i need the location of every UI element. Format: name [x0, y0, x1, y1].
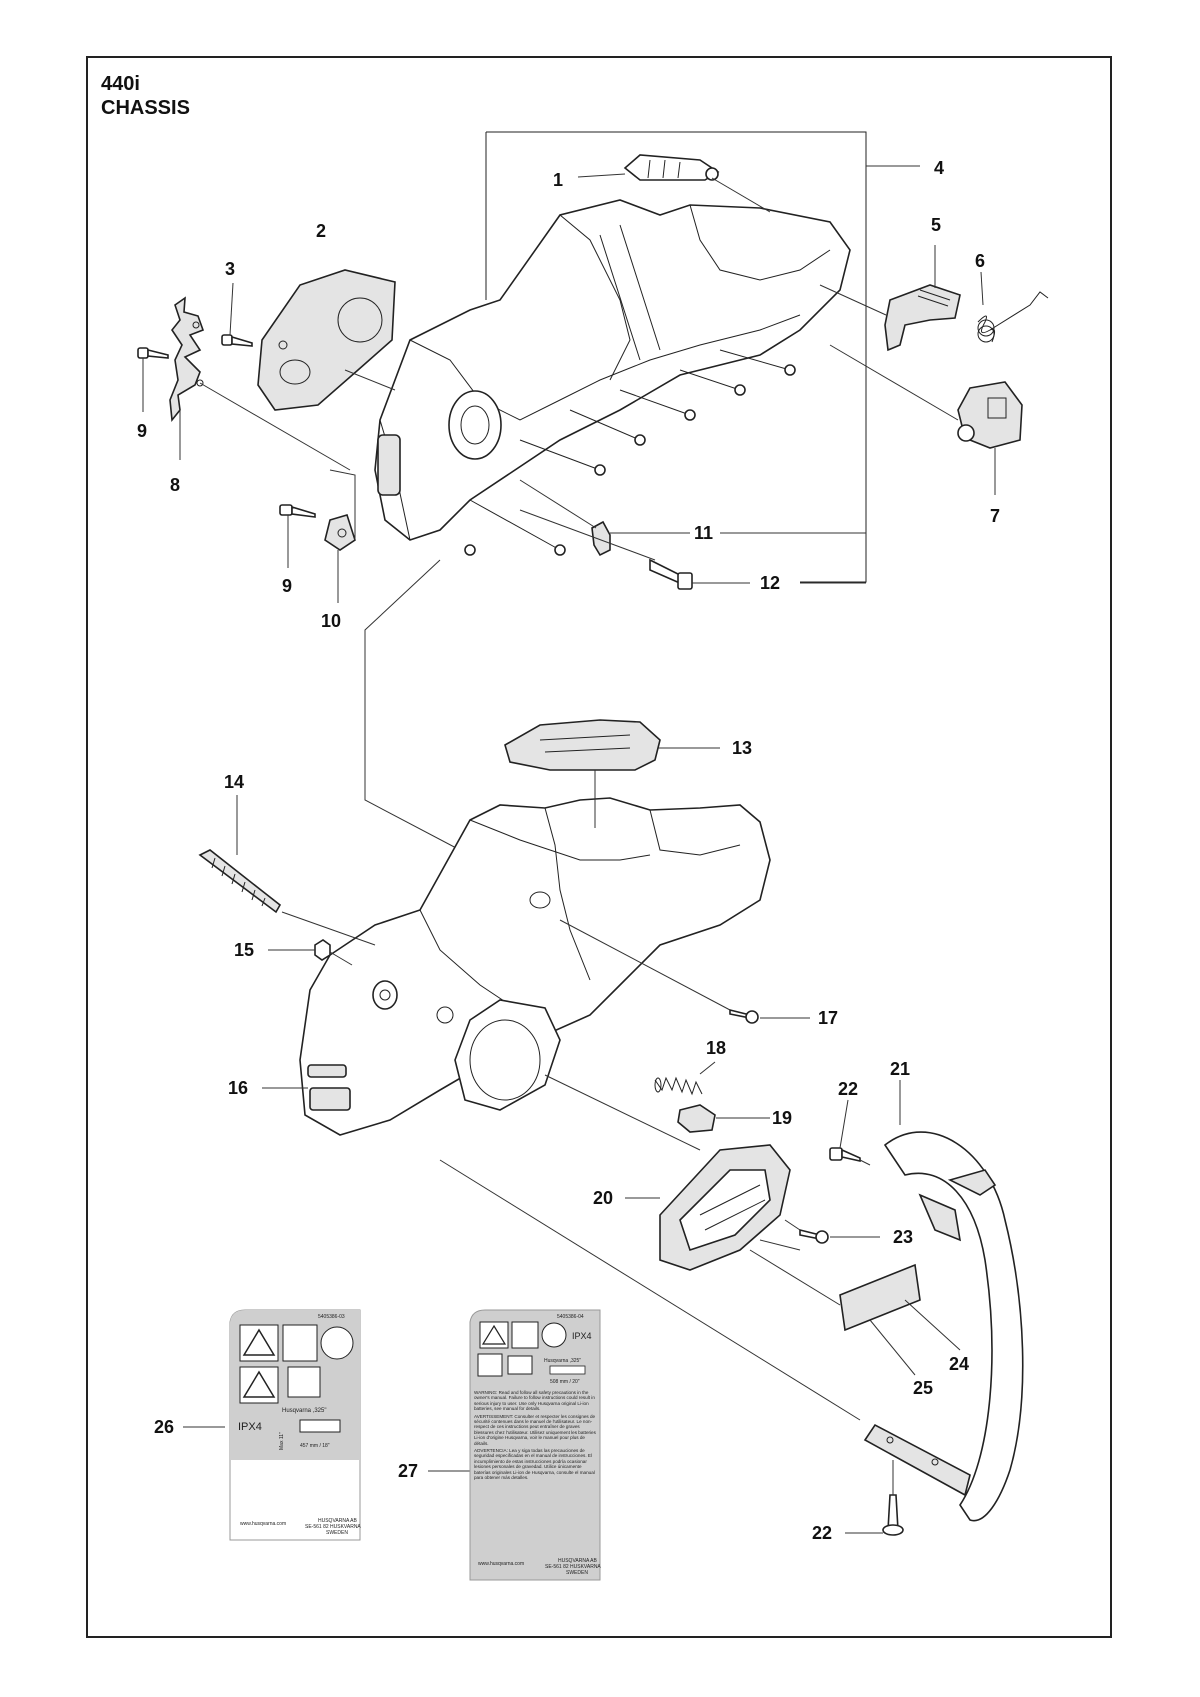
callout-12: 12	[760, 573, 780, 593]
callout-16: 16	[228, 1078, 248, 1098]
callout-25: 25	[913, 1378, 933, 1398]
callout-4: 4	[934, 158, 944, 178]
model-name: 440i	[101, 73, 140, 95]
callout-22b: 22	[812, 1523, 832, 1543]
callout-9b: 9	[282, 576, 292, 596]
part-9-screw-lower	[279, 504, 316, 518]
part-19-block	[677, 1104, 716, 1133]
callout-5: 5	[931, 215, 941, 235]
label-27-sticker: 5405386-04 IPX4 Husqvarna ,325" 508 mm /…	[428, 1309, 601, 1581]
kickback-warning-icon-2	[477, 1353, 503, 1377]
callout-9a: 9	[137, 421, 147, 441]
part-23-screw	[799, 1228, 829, 1244]
part-17-screw	[729, 1008, 759, 1024]
part-20-plate	[659, 1144, 791, 1271]
helmet-icon-2	[541, 1322, 567, 1348]
part-10-nut-plate	[324, 514, 356, 551]
part-8-bumper-spike	[169, 296, 205, 423]
part-1-clip	[623, 154, 720, 181]
part-2-side-plate	[257, 269, 396, 411]
label-27-bar: 508 mm / 20"	[550, 1379, 580, 1385]
label-27-ipx: IPX4	[572, 1331, 592, 1341]
label-27-code: 5405386-04	[557, 1314, 584, 1320]
part-22-screw-upper	[829, 1147, 861, 1162]
label-26-ipx: IPX4	[238, 1421, 262, 1433]
callout-1: 1	[553, 170, 563, 190]
callout-10: 10	[321, 611, 341, 631]
part-12-pin	[649, 558, 693, 590]
callout-18: 18	[706, 1038, 726, 1058]
helmet-icon	[320, 1326, 354, 1360]
callout-8: 8	[170, 475, 180, 495]
diagram-frame	[86, 56, 1112, 1638]
label-26-footer1: www.husqvarna.com	[240, 1521, 286, 1527]
part-5-trigger	[884, 284, 961, 352]
part-6-spring	[977, 291, 1049, 343]
part-7-switch	[957, 381, 1023, 449]
callout-numbers: 1 2 3 4 5 6 7 8 9 9 10 11 12 13 14 15 16…	[137, 158, 1000, 1543]
page-title: 440i CHASSIS	[101, 72, 190, 120]
part-22-screw-lower	[882, 1494, 904, 1536]
two-hand-icon	[287, 1366, 321, 1398]
callout-2: 2	[316, 221, 326, 241]
label-26-brand: Husqvarna ,325"	[282, 1408, 327, 1414]
label-27-brand: Husqvarna ,325"	[544, 1358, 581, 1364]
callout-3: 3	[225, 259, 235, 279]
label-26-max: Max 11"	[279, 1432, 285, 1450]
label-27-footer3: SE-561 82 HUSKVARNA	[545, 1564, 601, 1570]
warning-triangle-icon	[242, 1328, 276, 1356]
read-manual-icon-2	[511, 1321, 539, 1349]
label-26-bar: 457 mm / 18"	[300, 1443, 330, 1449]
callout-11: 11	[694, 523, 713, 543]
bar-chain-icon	[299, 1419, 341, 1433]
part-3-screw	[221, 334, 253, 347]
part-14-strip	[198, 849, 282, 914]
callout-14: 14	[224, 772, 244, 792]
callout-23: 23	[893, 1227, 913, 1247]
part-18-spring	[654, 1076, 703, 1096]
callout-19: 19	[772, 1108, 792, 1128]
label-27-footer1: www.husqvarna.com	[478, 1561, 524, 1567]
label-27-footer4: SWEDEN	[566, 1570, 588, 1576]
label-26-footer3: SE-561 82 HUSKVARNA	[305, 1524, 361, 1530]
callout-21: 21	[890, 1059, 910, 1079]
label-26-footer2: HUSQVARNA AB	[318, 1518, 357, 1524]
callout-22a: 22	[838, 1079, 858, 1099]
section-name: CHASSIS	[101, 97, 190, 119]
part-13-top-cover	[504, 719, 661, 771]
callout-20: 20	[593, 1188, 613, 1208]
part-11-clip	[591, 520, 611, 557]
assembly-4-bracket	[485, 131, 867, 583]
part-21-hand-guard	[863, 1131, 1024, 1522]
part-25-sticker	[839, 1263, 921, 1332]
part-9-screw-upper	[137, 347, 169, 359]
label-27-warning: WARNING: Read and follow all safety prec…	[474, 1390, 595, 1412]
label-26-footer4: SWEDEN	[326, 1530, 348, 1536]
chassis-lower	[299, 797, 771, 1136]
callout-7: 7	[990, 506, 1000, 526]
label-27-footer2: HUSQVARNA AB	[558, 1558, 597, 1564]
part-15-nut	[314, 939, 331, 961]
label-26-sticker: 5405386-03 Husqvarna ,325" IPX4 457 mm /…	[183, 1309, 361, 1541]
callout-26: 26	[154, 1417, 174, 1437]
callout-24: 24	[949, 1354, 969, 1374]
two-hand-icon-2	[507, 1355, 533, 1375]
label-27-avertissement: AVERTISSEMENT: Consulter et respecter le…	[474, 1413, 596, 1446]
callout-15: 15	[234, 940, 254, 960]
callout-27: 27	[398, 1461, 418, 1481]
callout-6: 6	[975, 251, 985, 271]
chassis-upper	[374, 199, 851, 556]
callout-13: 13	[732, 738, 752, 758]
label-27-advertencia: ADVERTENCIA: Lea y siga todas las precau…	[474, 1448, 595, 1481]
read-manual-icon	[282, 1324, 318, 1362]
callout-17: 17	[818, 1008, 838, 1028]
label-26-code: 5405386-03	[318, 1314, 345, 1320]
